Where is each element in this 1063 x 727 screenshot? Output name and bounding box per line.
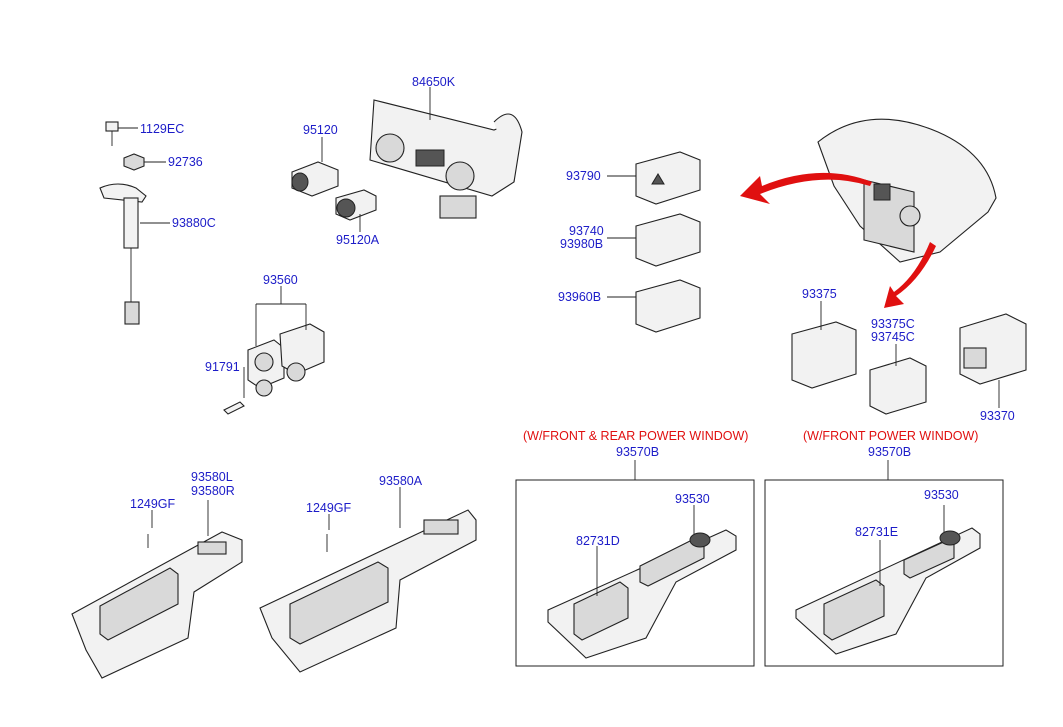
label-1249gf-b: 1249GF — [306, 501, 352, 515]
label-93375: 93375 — [802, 287, 837, 301]
note-front-power-window: (W/FRONT POWER WINDOW) — [803, 429, 978, 443]
power-window-switch-a-drawing — [547, 529, 737, 659]
arrow-to-lower-switches — [884, 242, 936, 308]
armrest-panel-1-drawing — [71, 531, 243, 679]
label-93560: 93560 — [263, 273, 298, 287]
label-93960b: 93960B — [558, 290, 601, 304]
small-switches-drawing — [791, 313, 1027, 415]
box-front-power-window — [764, 479, 1004, 667]
label-93880c: 93880C — [172, 216, 216, 230]
label-93370: 93370 — [980, 409, 1015, 423]
armrest-panel-2-drawing — [259, 509, 477, 673]
label-93740: 93740 — [569, 224, 604, 238]
label-93580r: 93580R — [191, 484, 235, 498]
sensor-assembly-drawing — [99, 121, 147, 325]
label-95120: 95120 — [303, 123, 338, 137]
label-93375c: 93375C — [871, 317, 915, 331]
power-socket-drawing — [291, 161, 377, 221]
label-84650k: 84650K — [412, 75, 456, 89]
label-93530-b: 93530 — [924, 488, 959, 502]
label-93745c: 93745C — [871, 330, 915, 344]
label-1249gf-a: 1249GF — [130, 497, 176, 511]
label-93570b-b: 93570B — [868, 445, 911, 459]
label-82731d: 82731D — [576, 534, 620, 548]
label-93790: 93790 — [566, 169, 601, 183]
dash-switches-drawing — [635, 151, 701, 333]
label-91791: 91791 — [205, 360, 240, 374]
label-1129ec: 1129EC — [140, 122, 184, 136]
label-93980b: 93980B — [560, 237, 603, 251]
label-92736: 92736 — [168, 155, 203, 169]
heater-control-drawing — [369, 99, 523, 219]
dashboard-drawing — [817, 118, 997, 263]
note-front-rear-power-window: (W/FRONT & REAR POWER WINDOW) — [523, 429, 748, 443]
label-93530-a: 93530 — [675, 492, 710, 506]
box-front-rear-power-window — [515, 479, 755, 667]
arrow-to-switches — [740, 172, 872, 204]
door-switch-drawing — [223, 323, 325, 415]
label-93570b-a: 93570B — [616, 445, 659, 459]
label-93580l: 93580L — [191, 470, 233, 484]
label-82731e: 82731E — [855, 525, 898, 539]
power-window-switch-b-drawing — [795, 527, 981, 655]
label-95120a: 95120A — [336, 233, 380, 247]
label-93580a: 93580A — [379, 474, 423, 488]
